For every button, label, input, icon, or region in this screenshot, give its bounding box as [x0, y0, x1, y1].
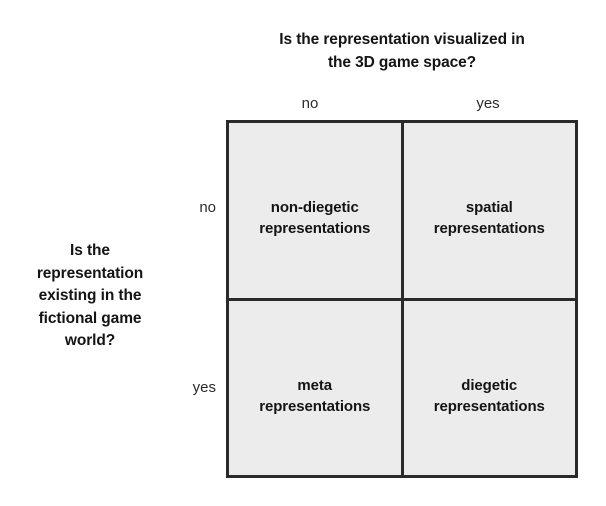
row-axis-title-line-5: world? — [64, 332, 116, 349]
quadrant-cell-line-1: non-diegetic — [270, 199, 359, 217]
quadrant-cell-line-1: meta — [297, 376, 333, 394]
column-axis-title: Is the representation visualized in the … — [226, 28, 578, 74]
quadrant-cell-spatial: spatial representations — [403, 123, 575, 298]
column-label-no: no — [301, 95, 319, 112]
row-axis-title-line-4: fictional game — [38, 309, 142, 327]
column-axis-title-line-2: the 3D game space? — [327, 54, 477, 71]
quadrant-matrix: non-diegetic representations spatial rep… — [226, 120, 578, 478]
row-axis-title-line-3: existing in the — [38, 287, 142, 304]
quadrant-cell-line-1: diegetic — [461, 376, 518, 394]
column-label-yes: yes — [476, 95, 500, 112]
quadrant-cell-line-1: spatial — [465, 199, 513, 217]
quadrant-cell-line-2: representations — [259, 397, 371, 415]
column-axis-title-line-1: Is the representation visualized in — [279, 31, 525, 48]
row-axis-title-line-2: representation — [36, 264, 144, 282]
quadrant-cell-line-2: representations — [433, 220, 545, 238]
row-axis-title: Is the representation existing in the fi… — [8, 240, 172, 353]
row-label-no: no — [199, 199, 216, 216]
quadrant-cell-line-2: representations — [259, 220, 371, 238]
row-label-yes: yes — [192, 379, 216, 396]
quadrant-cell-diegetic: diegetic representations — [403, 300, 575, 475]
quadrant-cell-meta: meta representations — [229, 300, 401, 475]
quadrant-cell-line-2: representations — [433, 397, 545, 415]
quadrant-cell-non-diegetic: non-diegetic representations — [229, 123, 401, 298]
row-axis-title-line-1: Is the — [70, 242, 110, 259]
